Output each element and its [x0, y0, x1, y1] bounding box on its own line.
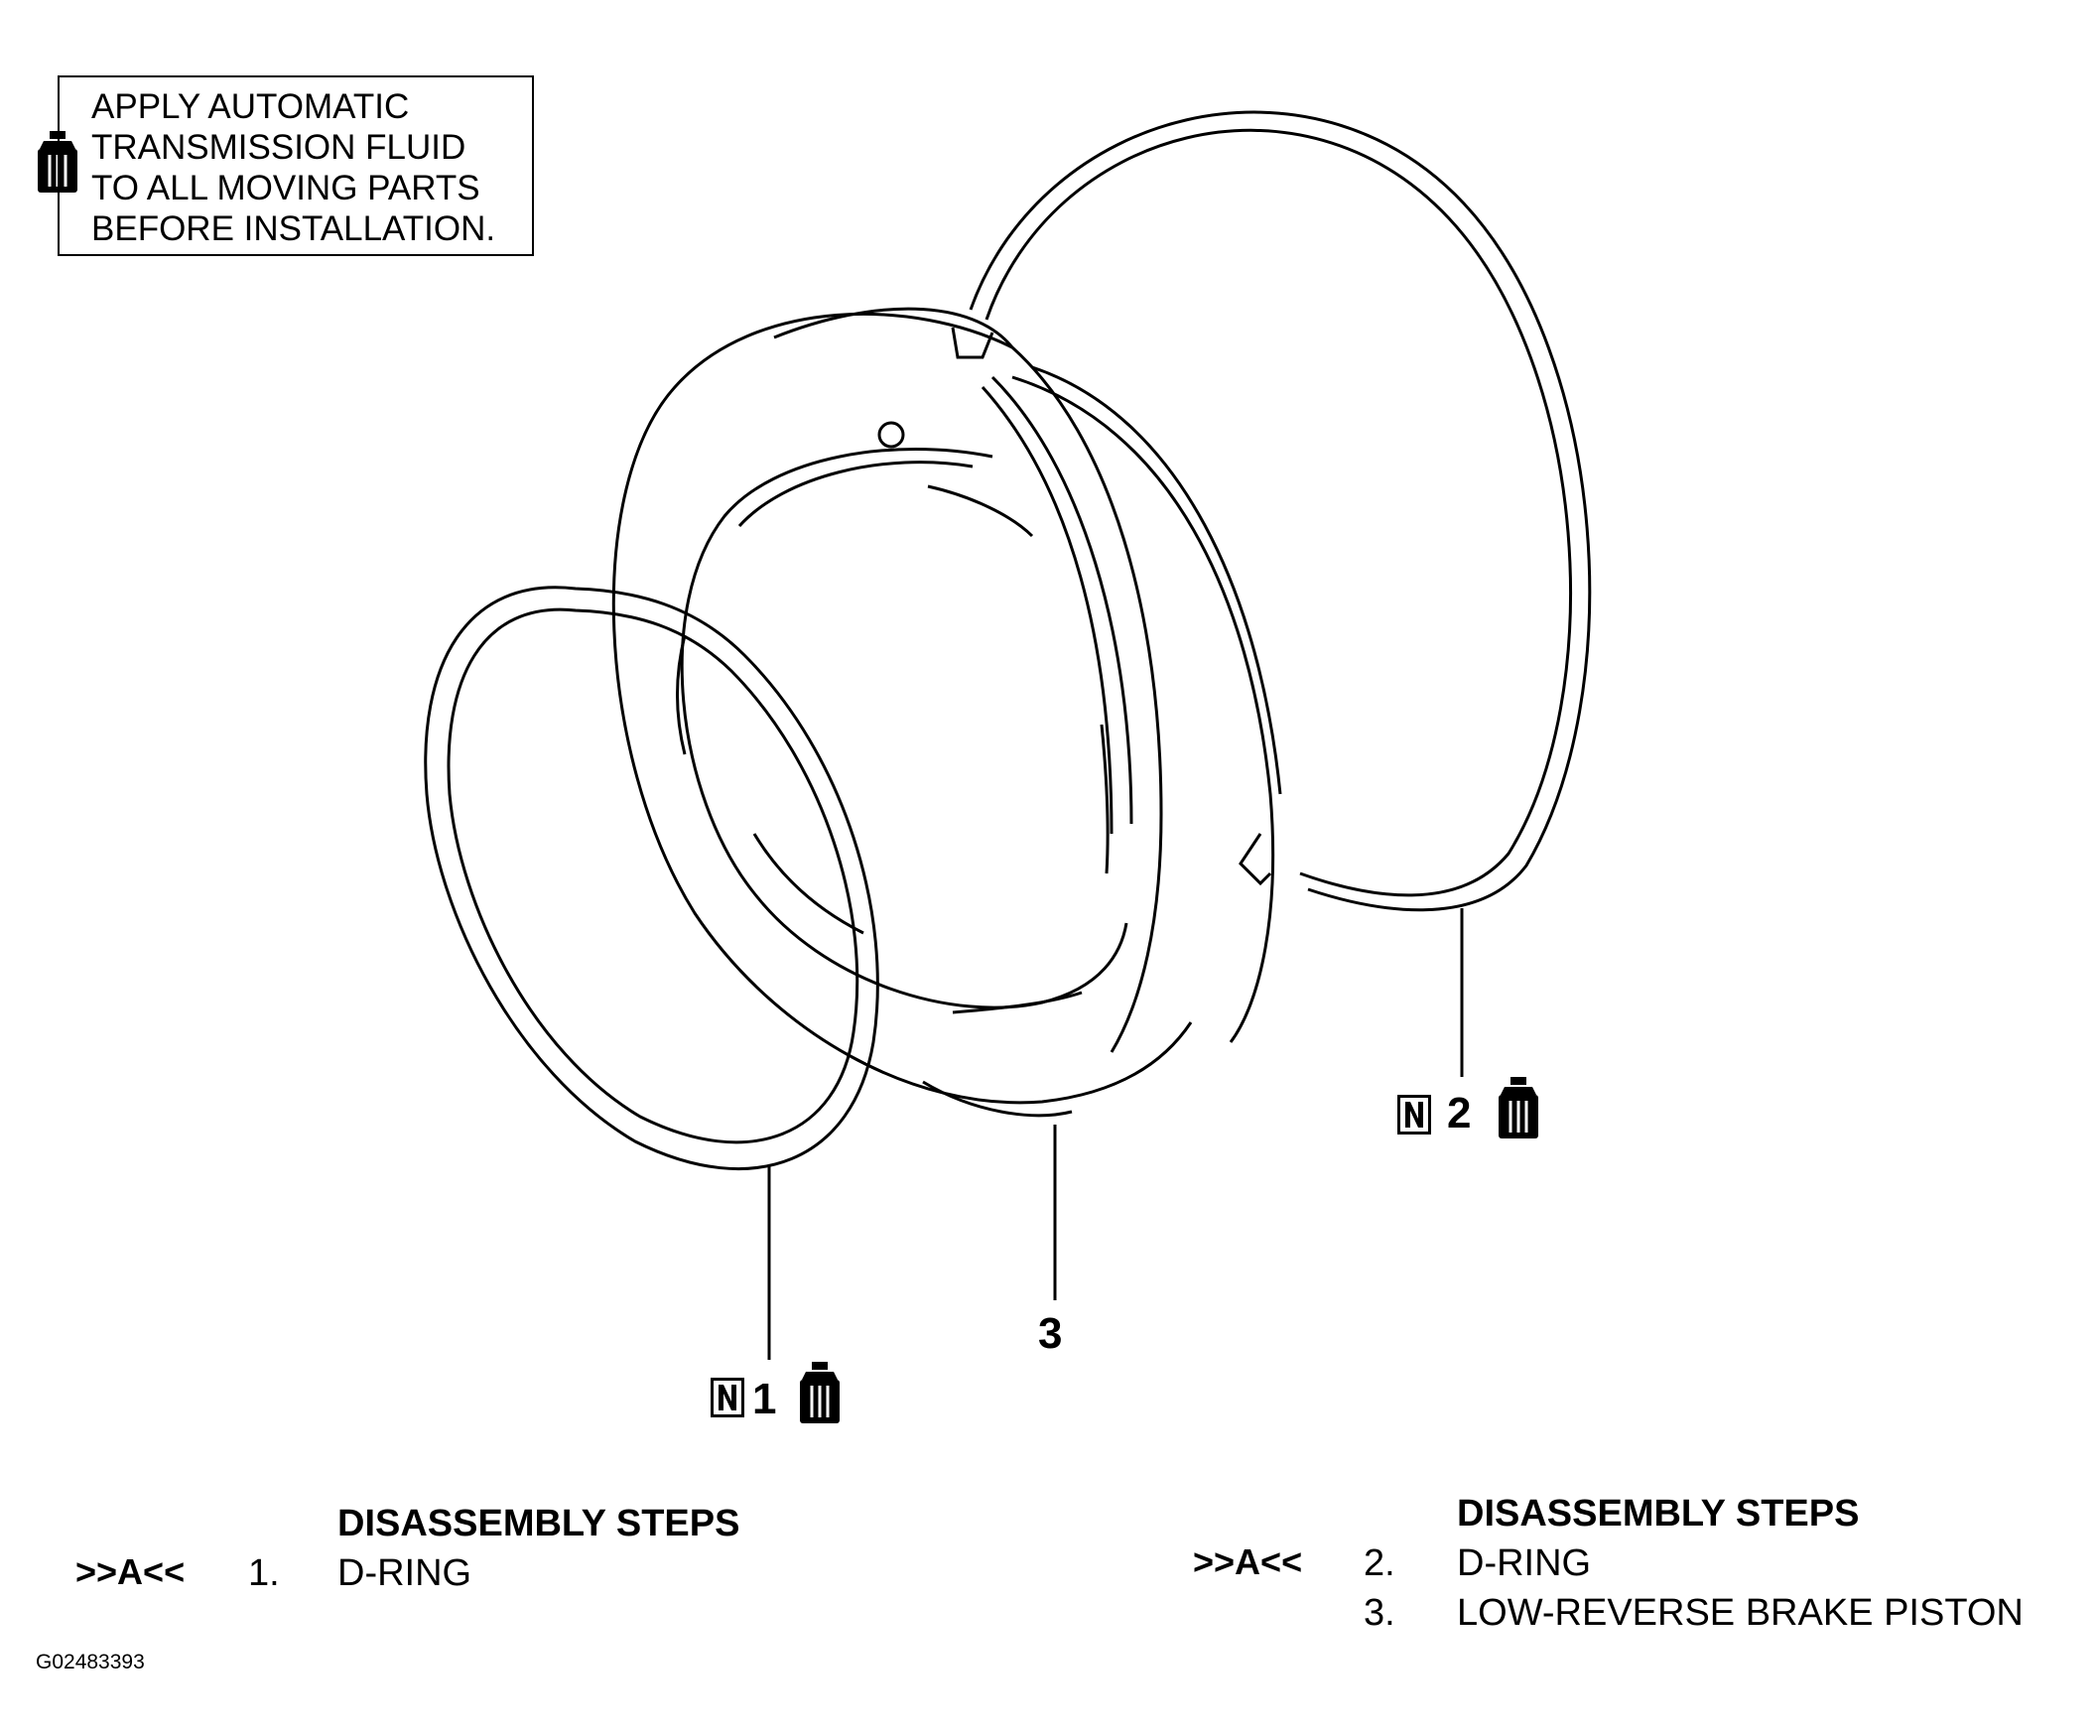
atf-bottle-icon-1	[798, 1360, 842, 1425]
steps-right-marker-2: >>A<<	[1193, 1541, 1303, 1582]
steps-left-heading: DISASSEMBLY STEPS	[337, 1503, 740, 1544]
steps-left-marker-1: >>A<<	[75, 1551, 186, 1592]
callout-2-label: 2	[1447, 1089, 1472, 1137]
n-badge-icon-1	[711, 1378, 744, 1417]
callout-1-label: 1	[752, 1375, 777, 1423]
steps-right-text-3: LOW-REVERSE BRAKE PISTON	[1457, 1592, 2024, 1634]
steps-right-heading: DISASSEMBLY STEPS	[1457, 1493, 1860, 1535]
note-line-3: TO ALL MOVING PARTS	[91, 169, 480, 207]
atf-bottle-icon-2	[1497, 1075, 1540, 1140]
note-line-1: APPLY AUTOMATIC	[91, 87, 410, 126]
figure-id: G02483393	[36, 1651, 145, 1673]
steps-right-number-3: 3.	[1364, 1592, 1395, 1634]
note-line-2: TRANSMISSION FLUID	[91, 128, 466, 167]
note-line-4: BEFORE INSTALLATION.	[91, 209, 496, 248]
callout-3-label: 3	[1038, 1309, 1063, 1358]
d-ring-large	[969, 110, 1592, 912]
brake-piston	[611, 307, 1282, 1118]
steps-left-number-1: 1.	[248, 1552, 280, 1594]
n-badge-icon-2	[1397, 1095, 1431, 1135]
d-ring-small	[424, 586, 879, 1171]
steps-left-text-1: D-RING	[337, 1552, 472, 1594]
note-box	[58, 75, 534, 256]
steps-right-text-2: D-RING	[1457, 1542, 1592, 1584]
steps-right-number-2: 2.	[1364, 1542, 1395, 1584]
